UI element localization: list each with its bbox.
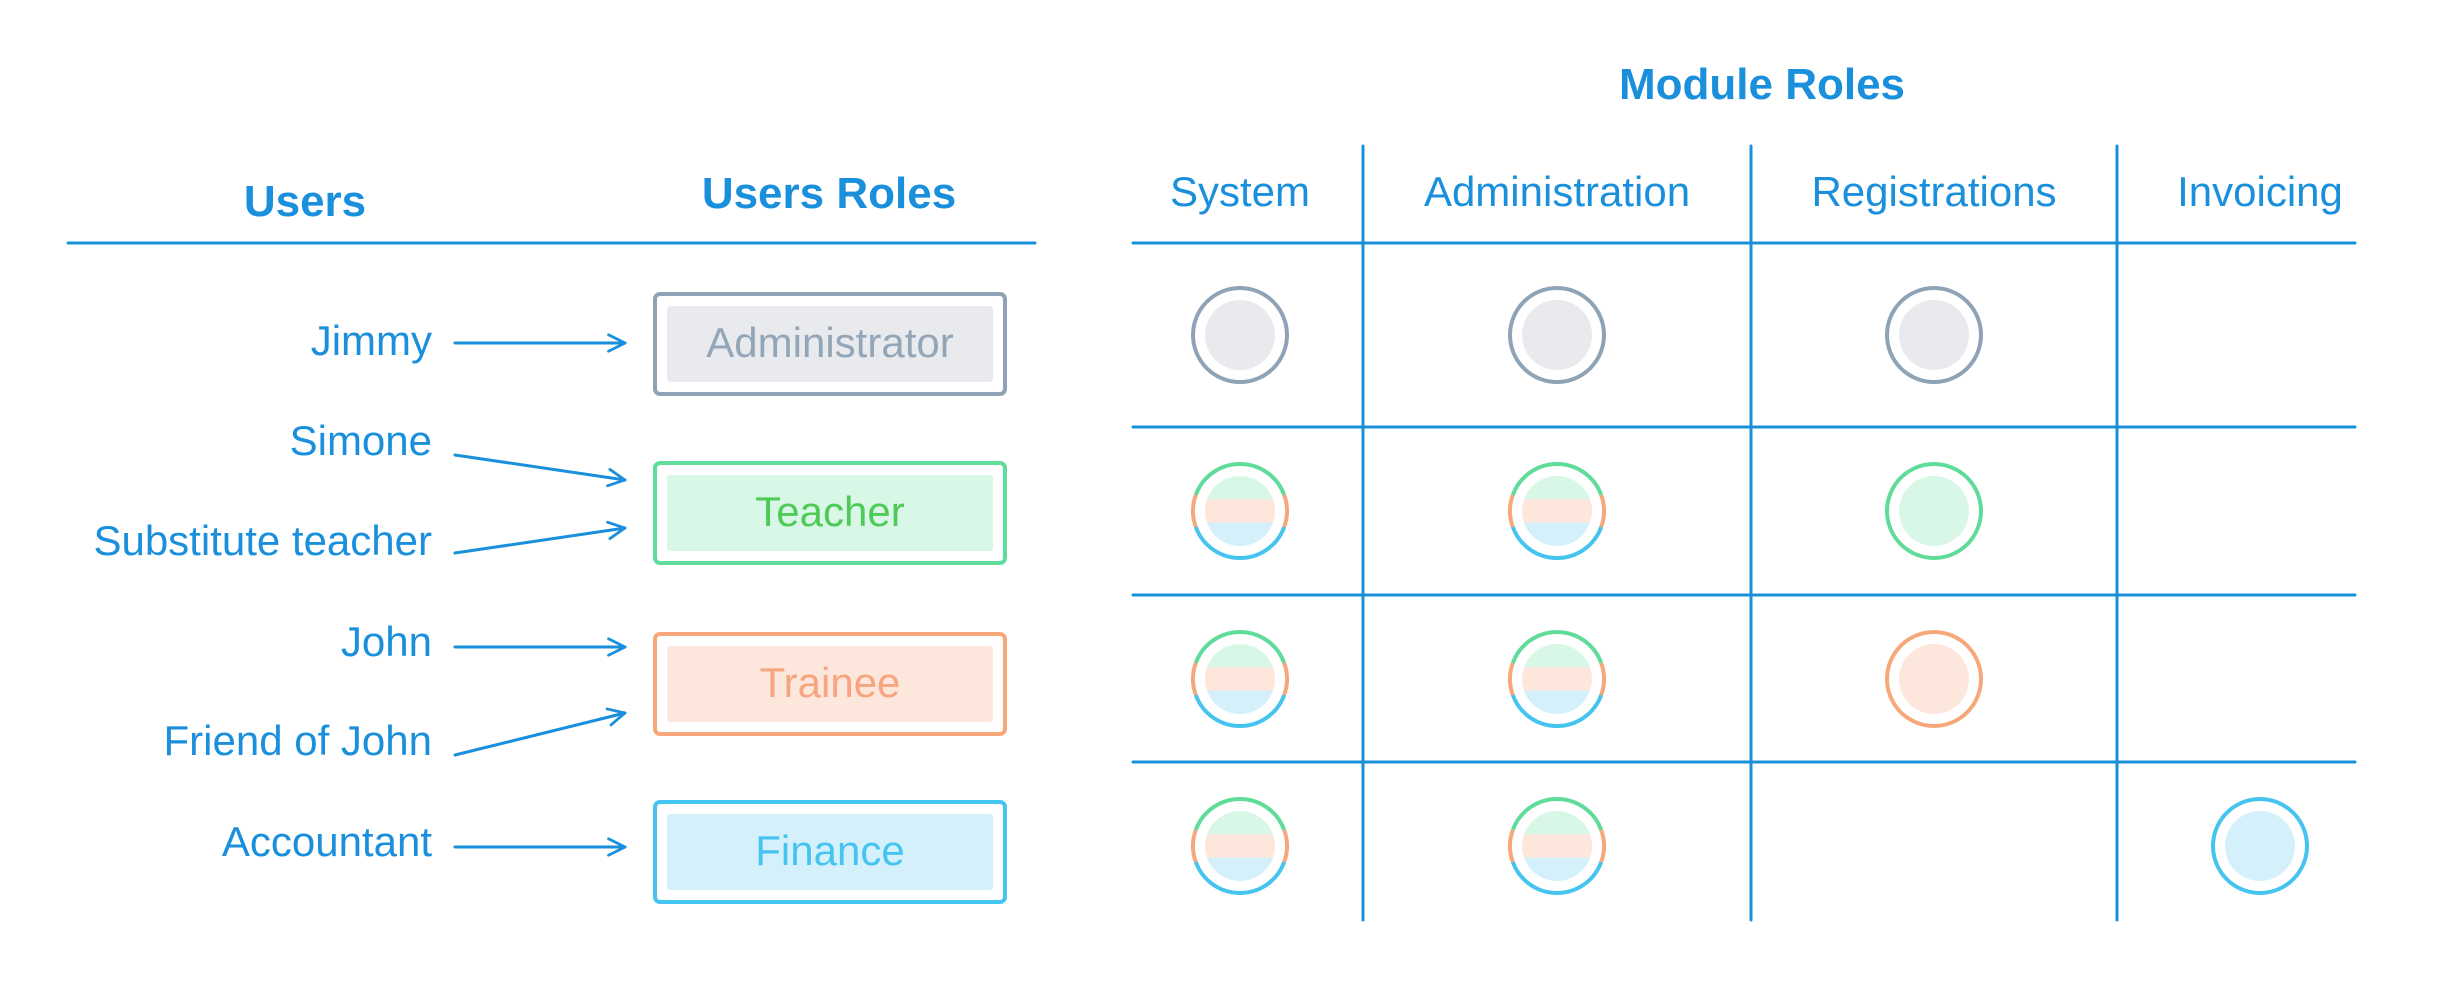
- marker-band-trainee: [1522, 667, 1592, 692]
- role-box-administrator: Administrator: [653, 292, 1007, 396]
- marker-administrator-r0-c2: [1885, 286, 1983, 384]
- marker-fill: [1205, 476, 1275, 546]
- marker-arc-trainee: [1191, 829, 1198, 863]
- users-roles-header: Users Roles: [702, 169, 956, 218]
- user-jimmy: Jimmy: [311, 317, 432, 364]
- role-label-finance: Finance: [755, 827, 904, 874]
- marker-arc-trainee: [1191, 494, 1198, 528]
- module-header-registrations: Registrations: [1811, 168, 2056, 215]
- marker-band-finance: [1205, 522, 1275, 546]
- module-roles-header: Module Roles: [1619, 60, 1905, 109]
- marker-arc-finance: [1193, 861, 1287, 895]
- module-grid: [1131, 144, 2357, 922]
- marker-arc-teacher: [1510, 462, 1604, 496]
- users-header: Users: [244, 177, 366, 226]
- role-box-fill: [667, 475, 993, 551]
- marker-band-finance: [1522, 522, 1592, 546]
- marker-arc-teacher: [1193, 797, 1287, 831]
- marker-arc-trainee: [1282, 829, 1289, 863]
- module-header-system: System: [1170, 168, 1310, 215]
- marker-arc-teacher: [1193, 630, 1287, 664]
- marker-arc-trainee: [1282, 662, 1289, 696]
- marker-band-finance: [1205, 857, 1275, 881]
- user-substitute-teacher: Substitute teacher: [93, 517, 432, 564]
- role-label-teacher: Teacher: [755, 488, 904, 535]
- marker-band-trainee: [1205, 499, 1275, 524]
- marker-trainee-r2-c2: [1885, 630, 1983, 728]
- user-accountant: Accountant: [222, 818, 432, 865]
- marker-arc-teacher: [1510, 797, 1604, 831]
- marker-mixed-r2-c1: [1508, 630, 1606, 728]
- role-label-administrator: Administrator: [706, 319, 953, 366]
- user-simone: Simone: [290, 417, 432, 464]
- marker-arc-trainee: [1508, 829, 1515, 863]
- marker-band-teacher: [1522, 811, 1592, 836]
- role-box-trainee: Trainee: [653, 632, 1007, 736]
- marker-mixed-r1-c0: [1191, 462, 1289, 560]
- role-box-fill: [667, 306, 993, 382]
- marker-arc-finance: [1510, 526, 1604, 560]
- marker-mixed-r2-c0: [1191, 630, 1289, 728]
- marker-band-trainee: [1205, 834, 1275, 859]
- marker-finance-r3-c3: [2211, 797, 2309, 895]
- marker-fill: [1899, 300, 1969, 370]
- role-box-finance: Finance: [653, 800, 1007, 904]
- marker-arc-trainee: [1191, 662, 1198, 696]
- marker-mixed-r3-c1: [1508, 797, 1606, 895]
- marker-arc-trainee: [1508, 662, 1515, 696]
- arrow-simone-to-teacher: [453, 453, 627, 488]
- marker-band-trainee: [1522, 834, 1592, 859]
- marker-mixed-r1-c1: [1508, 462, 1606, 560]
- marker-fill: [2225, 811, 2295, 881]
- marker-band-teacher: [1205, 476, 1275, 501]
- marker-fill: [1522, 476, 1592, 546]
- marker-band-teacher: [1205, 644, 1275, 669]
- marker-arc-finance: [1193, 526, 1287, 560]
- marker-fill: [1899, 476, 1969, 546]
- marker-mixed-r3-c0: [1191, 797, 1289, 895]
- marker-band-finance: [1522, 857, 1592, 881]
- marker-arc-trainee: [1282, 494, 1289, 528]
- marker-band-finance: [1205, 690, 1275, 714]
- module-header-administration: Administration: [1424, 168, 1690, 215]
- role-label-trainee: Trainee: [760, 659, 901, 706]
- marker-fill: [1522, 300, 1592, 370]
- arrow-friend-to-trainee: [453, 707, 627, 757]
- module-role-markers: [1191, 286, 2309, 895]
- user-john: John: [341, 618, 432, 665]
- marker-arc-teacher: [1510, 630, 1604, 664]
- marker-band-finance: [1522, 690, 1592, 714]
- marker-arc-trainee: [1599, 829, 1606, 863]
- marker-band-trainee: [1205, 667, 1275, 692]
- marker-arc-trainee: [1599, 662, 1606, 696]
- marker-fill: [1205, 811, 1275, 881]
- module-header-invoicing: Invoicing: [2177, 168, 2343, 215]
- marker-band-trainee: [1522, 499, 1592, 524]
- marker-band-teacher: [1522, 644, 1592, 669]
- user-friend-of-john: Friend of John: [164, 717, 433, 764]
- marker-fill: [1899, 644, 1969, 714]
- marker-teacher-r1-c2: [1885, 462, 1983, 560]
- marker-fill: [1205, 300, 1275, 370]
- marker-arc-trainee: [1508, 494, 1515, 528]
- marker-administrator-r0-c1: [1508, 286, 1606, 384]
- marker-band-teacher: [1205, 811, 1275, 836]
- user-role-arrows: [453, 333, 627, 857]
- marker-fill: [1522, 811, 1592, 881]
- marker-arc-trainee: [1599, 494, 1606, 528]
- marker-arc-finance: [1510, 694, 1604, 728]
- marker-fill: [1205, 644, 1275, 714]
- marker-band-teacher: [1522, 476, 1592, 501]
- role-box-fill: [667, 814, 993, 890]
- role-box-fill: [667, 646, 993, 722]
- marker-arc-teacher: [1193, 462, 1287, 496]
- role-box-teacher: Teacher: [653, 461, 1007, 565]
- marker-arc-finance: [1193, 694, 1287, 728]
- marker-administrator-r0-c0: [1191, 286, 1289, 384]
- marker-arc-finance: [1510, 861, 1604, 895]
- marker-fill: [1522, 644, 1592, 714]
- arrow-substitute-to-teacher: [453, 520, 627, 555]
